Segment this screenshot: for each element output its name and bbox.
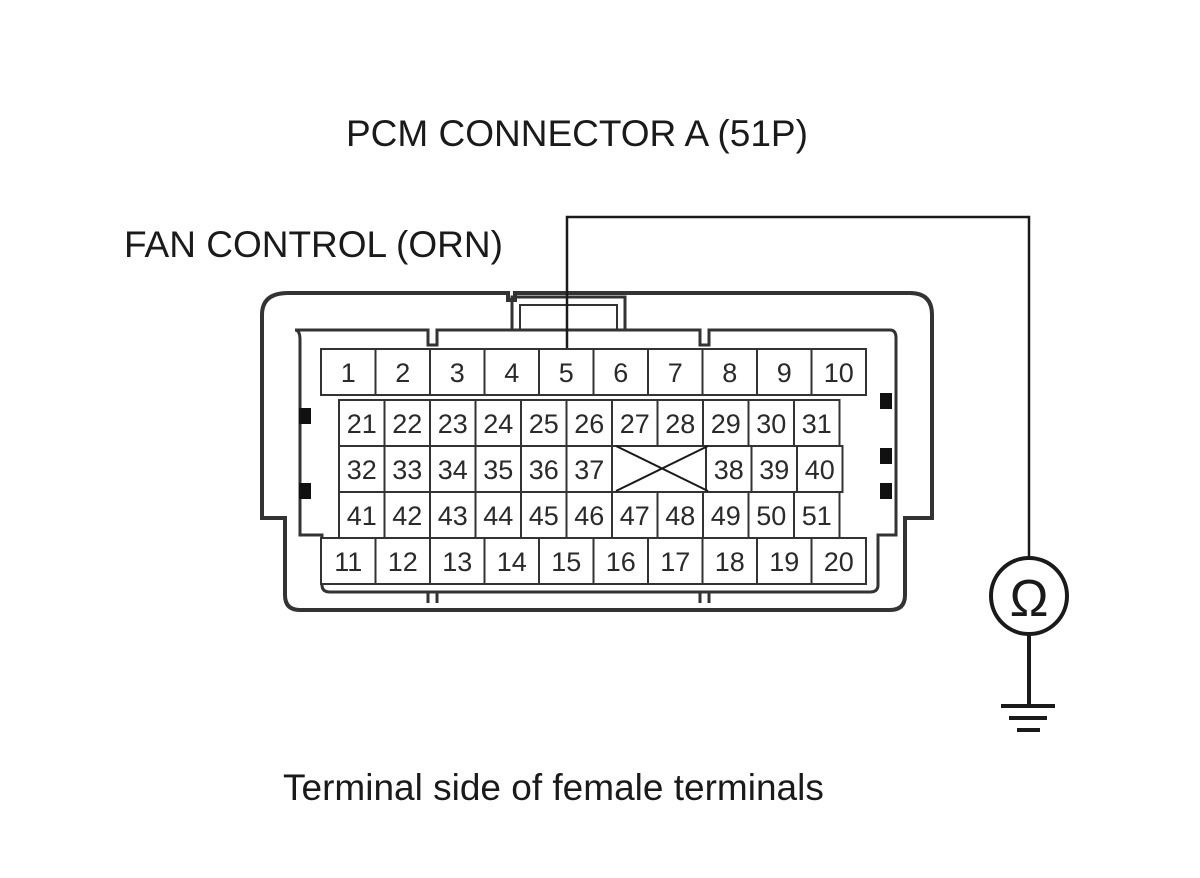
terminal-label-12: 12 — [388, 547, 418, 577]
terminal-cavity-2 — [374, 348, 431, 396]
terminal-label-32: 32 — [347, 455, 377, 485]
ohm-symbol: Ω — [1010, 570, 1049, 628]
terminal-cavity-15 — [538, 537, 595, 585]
terminal-cavity-37 — [565, 445, 613, 493]
ground-icon — [1001, 634, 1055, 732]
terminal-label-47: 47 — [620, 501, 650, 531]
terminal-cavity-3 — [429, 348, 486, 396]
terminal-label-31: 31 — [802, 409, 832, 439]
terminal-label-14: 14 — [497, 547, 527, 577]
terminal-label-11: 11 — [334, 547, 362, 577]
terminal-label-51: 51 — [802, 501, 832, 531]
terminal-label-41: 41 — [347, 501, 377, 531]
terminal-cavity-50 — [747, 491, 795, 539]
terminal-label-5: 5 — [559, 358, 574, 388]
terminal-label-6: 6 — [613, 358, 628, 388]
terminal-label-40: 40 — [805, 455, 835, 485]
terminal-cavity-45 — [520, 491, 568, 539]
terminal-label-8: 8 — [722, 358, 737, 388]
terminal-label-49: 49 — [711, 501, 741, 531]
terminal-cavity-31 — [793, 399, 841, 447]
terminal-cavity-40 — [796, 445, 844, 493]
terminal-cavity-23 — [429, 399, 477, 447]
diagram-title: PCM CONNECTOR A (51P) — [346, 113, 808, 154]
terminal-label-50: 50 — [756, 501, 786, 531]
terminal-cavity-27 — [611, 399, 659, 447]
terminal-label-27: 27 — [620, 409, 650, 439]
terminal-cavity-6 — [592, 348, 649, 396]
terminal-label-10: 10 — [824, 358, 854, 388]
terminal-label-24: 24 — [483, 409, 513, 439]
terminal-label-26: 26 — [574, 409, 604, 439]
terminal-label-1: 1 — [341, 358, 356, 388]
terminal-cavity-9 — [756, 348, 813, 396]
terminal-label-3: 3 — [450, 358, 465, 388]
terminal-cavity-32 — [338, 445, 386, 493]
terminal-label-28: 28 — [665, 409, 695, 439]
terminal-cavity-49 — [702, 491, 750, 539]
terminal-cavity-25 — [520, 399, 568, 447]
terminal-cavity-11 — [320, 537, 377, 585]
terminal-label-2: 2 — [395, 358, 410, 388]
terminal-cavity-10 — [810, 348, 867, 396]
connector-housing — [260, 291, 934, 612]
terminal-cavity-22 — [383, 399, 431, 447]
terminal-label-30: 30 — [756, 409, 786, 439]
terminal-label-22: 22 — [392, 409, 422, 439]
terminal-label-34: 34 — [438, 455, 468, 485]
terminal-label-35: 35 — [483, 455, 513, 485]
terminal-label-23: 23 — [438, 409, 468, 439]
terminal-label-7: 7 — [668, 358, 683, 388]
terminal-cavity-47 — [611, 491, 659, 539]
terminal-cavity-36 — [520, 445, 568, 493]
terminal-label-9: 9 — [777, 358, 792, 388]
terminal-label-20: 20 — [824, 547, 854, 577]
terminal-cavity-7 — [647, 348, 704, 396]
terminal-cavity-19 — [756, 537, 813, 585]
terminal-label-21: 21 — [347, 409, 377, 439]
terminal-label-19: 19 — [769, 547, 799, 577]
blocked-cavity-mark — [615, 445, 709, 492]
terminal-label-4: 4 — [504, 358, 519, 388]
terminal-label-17: 17 — [660, 547, 690, 577]
terminal-cavity-21 — [338, 399, 386, 447]
terminal-cavity-13 — [429, 537, 486, 585]
terminal-label-36: 36 — [529, 455, 559, 485]
terminal-cavity-16 — [592, 537, 649, 585]
terminal-label-25: 25 — [529, 409, 559, 439]
latch-tabs — [299, 393, 892, 499]
terminal-label-38: 38 — [714, 455, 744, 485]
terminal-label-44: 44 — [483, 501, 513, 531]
terminal-cavity-43 — [429, 491, 477, 539]
terminal-label-13: 13 — [442, 547, 472, 577]
terminal-label-37: 37 — [574, 455, 604, 485]
terminal-label-16: 16 — [606, 547, 636, 577]
terminal-label-46: 46 — [574, 501, 604, 531]
terminal-cavity-5 — [538, 348, 595, 396]
terminal-label-29: 29 — [711, 409, 741, 439]
terminal-label-18: 18 — [715, 547, 745, 577]
terminal-cavity-8 — [701, 348, 758, 396]
terminal-label-39: 39 — [759, 455, 789, 485]
terminal-label-45: 45 — [529, 501, 559, 531]
terminal-label-42: 42 — [392, 501, 422, 531]
diagram-caption: Terminal side of female terminals — [283, 767, 824, 808]
terminal-cavity-20 — [810, 537, 867, 585]
terminal-label-48: 48 — [665, 501, 695, 531]
terminal-label-43: 43 — [438, 501, 468, 531]
terminal-cavity-1 — [320, 348, 377, 396]
probe-wire — [565, 215, 1031, 557]
terminal-label-15: 15 — [551, 547, 581, 577]
terminal-label-33: 33 — [392, 455, 422, 485]
probe-label: FAN CONTROL (ORN) — [124, 224, 503, 265]
